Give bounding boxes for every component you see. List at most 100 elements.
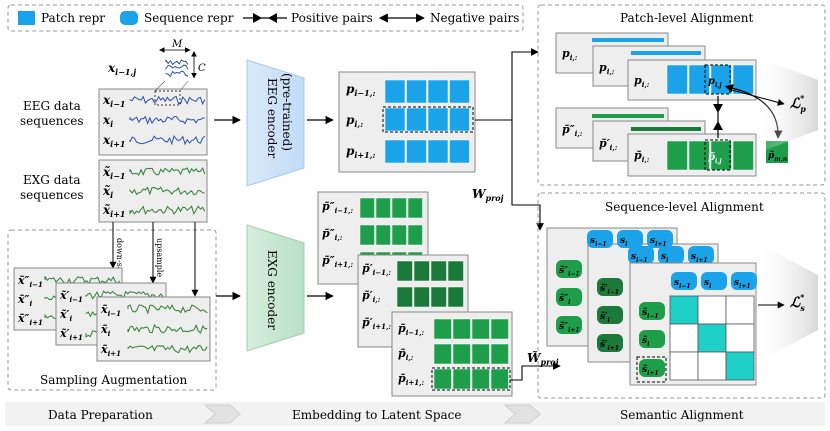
sequence-repr-swatch [120, 11, 138, 25]
pd-row-0: p̃′i−1,: [362, 262, 391, 277]
waveform-line [127, 344, 208, 354]
exg-row-1: x̃i [102, 184, 113, 200]
exg-data-block: EXG data sequences x̃i−1 x̃i x̃i+1 [20, 159, 208, 223]
patch-cell [384, 79, 406, 104]
stack3-waves [127, 304, 208, 354]
seq-d-0 [597, 278, 623, 296]
seq-top-back-0-label: si−1 [590, 236, 607, 248]
pd-row-2: p̃′i+1,: [362, 316, 391, 331]
seq-d-2-label: s̃′i+1 [600, 339, 619, 352]
waveform-line [165, 58, 189, 66]
eeg-encoder-label: EEG encoder [265, 78, 279, 158]
seq-d-0-label: s̃′i−1 [600, 283, 619, 296]
seq-t-1-label: s̃i [642, 335, 650, 348]
patch-cell [452, 318, 471, 340]
patch-repr-swatch [18, 11, 35, 25]
patch-cell [433, 318, 452, 340]
patch-cell [427, 139, 449, 164]
stack2-row-0: x̃′i−1 [59, 289, 83, 304]
stack3-row-2: x̃i+1 [100, 343, 121, 358]
seq-dd-1-label: s̃″i [559, 293, 571, 306]
patch-cell [449, 79, 470, 104]
patch-cell [449, 107, 470, 132]
exg-row-0: x̃i−1 [102, 165, 125, 181]
patch-cell [406, 107, 427, 132]
matrix-cell [725, 295, 755, 325]
seq-top-back-2 [647, 230, 673, 248]
step-data-preparation: Data Preparation [48, 408, 153, 422]
eeg-encoder-label-2: (pre-trained) [280, 73, 294, 151]
seq-t-1 [639, 330, 665, 348]
patch-level-title: Patch-level Alignment [620, 11, 753, 25]
exg-encoder: EXG encoder [246, 224, 305, 352]
waveform-line [127, 304, 208, 315]
patch-ptd: p̃′i,: [599, 137, 618, 152]
wproj-to-patch-arrow [475, 48, 539, 121]
seq-top-mid-2-label: si+1 [691, 252, 708, 264]
eeg-row-1: xi [102, 113, 113, 129]
patch-cell [375, 197, 391, 219]
exg-row-2: x̃i+1 [102, 203, 125, 219]
legend-positive-label: Positive pairs [291, 11, 373, 25]
seq-t-0 [639, 302, 665, 320]
patch-cell [407, 224, 423, 246]
waveform-line [129, 135, 206, 146]
eeg-row-0: xi−1 [102, 93, 125, 109]
seq-t-2 [639, 359, 665, 377]
patch-cell [375, 224, 391, 246]
exg-data-label-1: EXG data [23, 173, 81, 187]
pt-row-1: p̃i,: [398, 347, 414, 362]
seq-top-mid-0-label: si−1 [631, 252, 648, 264]
m-label: M [171, 39, 183, 50]
patch-p-1: pi,: [599, 61, 615, 76]
w-proj-label: Wproj [472, 187, 504, 203]
patch-cell [413, 260, 430, 282]
seq-top-front-2 [731, 272, 757, 290]
eeg-row-2: xi+1 [102, 133, 125, 149]
stack1-row-2: x̃″i+1 [17, 312, 43, 327]
eeg-encoder: EEG encoder (pre-trained) [246, 59, 305, 187]
patch-cell [413, 286, 430, 308]
seq-top-mid-0 [628, 246, 654, 264]
x-ij-label: xi−1,j [107, 61, 136, 77]
exg-patch-stacks: p̃″i−1,: p̃″i,: p̃″i+1,: p̃′i−1,: p̃′i,:… [317, 191, 513, 397]
seq-top-front-1 [701, 272, 727, 290]
patch-cell [359, 197, 375, 219]
patch-level-panel: Patch-level Alignment pi,: pi,: pi,: pi,… [537, 4, 826, 186]
patch-cell [449, 139, 470, 164]
eeg-patch-block: pi−1,: pi,: pi+1,: [338, 71, 476, 173]
p-row-0: pi−1,: [346, 82, 375, 98]
seq-top-back-2-label: si+1 [650, 236, 667, 248]
legend: Patch repr Sequence repr Positive pairs … [7, 4, 524, 32]
sequence-level-title: Sequence-level Alignment [605, 200, 764, 214]
sampling-label: Sampling Augmentation [40, 373, 187, 387]
matrix-cell [697, 295, 727, 325]
p-row-1: pi,: [346, 113, 363, 129]
patch-cell [427, 107, 449, 132]
matrix-cell [669, 323, 699, 353]
legend-sequence-label: Sequence repr [144, 11, 234, 25]
patch-cell [452, 343, 471, 365]
waveform-line [44, 275, 121, 285]
patch-cell [688, 64, 710, 95]
matrix-cell [697, 351, 727, 381]
pt-row-0: p̃i−1,: [398, 322, 425, 337]
seq-top-mid-1-label: si [661, 252, 669, 264]
patch-cell [396, 260, 413, 282]
seq-top-front-0 [671, 272, 697, 290]
waveform-line [129, 205, 206, 215]
patch-cell [406, 79, 427, 104]
seq-top-mid-1 [658, 246, 684, 264]
patch-cell [490, 318, 509, 340]
patch-ptdd: p̃″i,: [562, 123, 583, 138]
seq-d-1-label: s̃′i [600, 311, 610, 324]
pdd-row-1: p̃″i,: [322, 227, 343, 242]
patch-p-0: pi,: [562, 47, 578, 62]
patch-cell [430, 260, 447, 282]
patch-cell [666, 140, 688, 171]
seq-d-1 [597, 306, 623, 324]
patch-cell [427, 79, 449, 104]
